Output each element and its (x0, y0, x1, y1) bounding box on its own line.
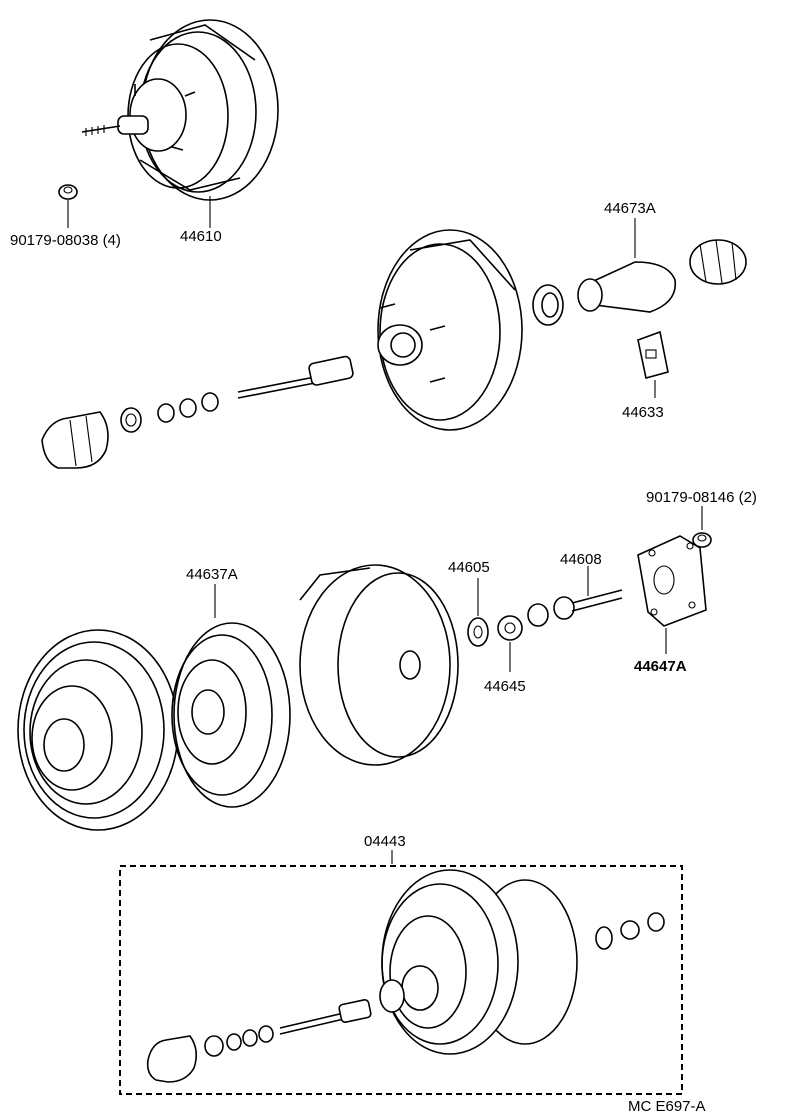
label-boot-assy: 44673A (604, 200, 656, 217)
part-diaphragm[interactable] (171, 622, 291, 808)
part-seal-44605[interactable] (467, 617, 489, 647)
part-retainer[interactable] (497, 615, 523, 641)
part-brake-booster-assembly[interactable] (81, 19, 279, 201)
part-kit-booster[interactable] (381, 869, 578, 1055)
label-nut-2: 90179-08146 (2) (646, 489, 757, 506)
part-kit-small-parts[interactable] (146, 912, 665, 1083)
label-booster-assy: 44610 (180, 228, 222, 245)
part-push-rod[interactable] (237, 355, 354, 399)
label-rod: 44608 (560, 551, 602, 568)
part-flange-plate[interactable] (637, 535, 707, 627)
label-retainer: 44645 (484, 678, 526, 695)
part-booster-front-shell[interactable] (377, 229, 523, 431)
label-plate: 44647A (634, 658, 687, 675)
label-seal: 44605 (448, 559, 490, 576)
part-boot-sleeve[interactable] (577, 239, 747, 313)
part-reaction-rod[interactable] (553, 589, 623, 620)
part-washer-row[interactable] (120, 392, 219, 433)
part-seal-ring[interactable] (532, 284, 564, 326)
kit-box (119, 865, 683, 1095)
part-spacer[interactable] (527, 603, 549, 627)
part-clip[interactable] (637, 330, 669, 379)
part-nut-small-2[interactable] (692, 532, 712, 548)
part-dust-boot[interactable] (41, 411, 109, 469)
part-diaphragm-plate[interactable] (299, 564, 459, 766)
label-kit: 04443 (364, 833, 406, 850)
label-diaphragm: 44637A (186, 566, 238, 583)
part-rear-shell[interactable] (17, 629, 179, 831)
part-nut-small[interactable] (58, 184, 78, 200)
label-nut: 90179-08038 (4) (10, 232, 121, 249)
label-clip: 44633 (622, 404, 664, 421)
label-code: MC E697-A (628, 1098, 706, 1115)
